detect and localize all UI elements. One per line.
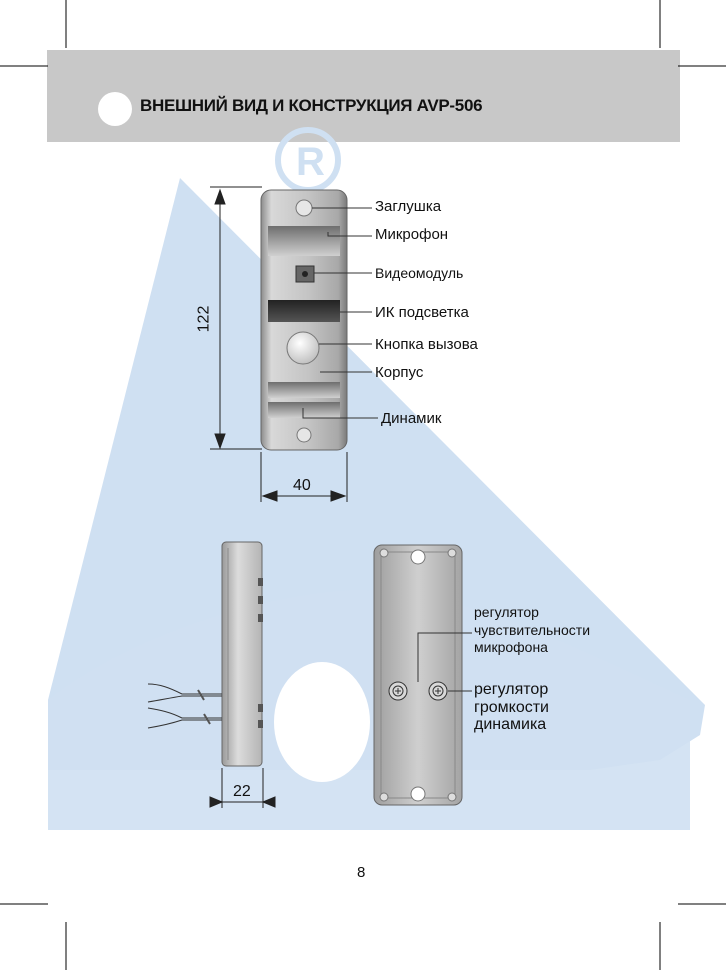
side-wires (147, 683, 222, 729)
dim-depth: 22 (233, 783, 251, 800)
watermark-symbol: R (296, 140, 325, 184)
label-vol-line-1: регулятор (474, 681, 549, 698)
header-bullet (98, 92, 132, 126)
label-vol-line-3: динамика (474, 716, 547, 734)
dim-width: 40 (293, 477, 311, 494)
label-ir-light: ИК подсветка (375, 304, 469, 321)
label-mic-sensitivity: регулятор чувствительности микрофона (474, 604, 590, 657)
label-mic-line-2: чувствительности (474, 621, 591, 638)
dim-height: 122 (195, 305, 213, 333)
label-video-module: Видеомодуль (375, 265, 464, 281)
watermark-logo: R (48, 127, 705, 830)
label-body: Корпус (375, 364, 424, 381)
front-dimensions (210, 186, 348, 502)
front-view (260, 189, 348, 451)
label-call-button: Кнопка вызова (375, 336, 478, 353)
label-speaker: Динамик (381, 410, 442, 427)
front-leaders (302, 207, 378, 419)
header-band (47, 50, 680, 142)
label-plug: Заглушка (375, 198, 442, 215)
side-view (221, 541, 263, 767)
label-speaker-volume: регулятор громкости динамика (474, 681, 549, 734)
page-title: ВНЕШНИЙ ВИД И КОНСТРУКЦИЯ AVP-506 (140, 96, 483, 115)
side-dimensions (209, 768, 276, 808)
page-number: 8 (357, 864, 366, 881)
label-vol-line-2: громкости (474, 698, 549, 716)
back-leaders (417, 632, 472, 692)
label-mic-line-1: регулятор (474, 604, 539, 620)
label-microphone: Микрофон (375, 226, 449, 243)
label-mic-line-3: микрофона (474, 639, 548, 655)
